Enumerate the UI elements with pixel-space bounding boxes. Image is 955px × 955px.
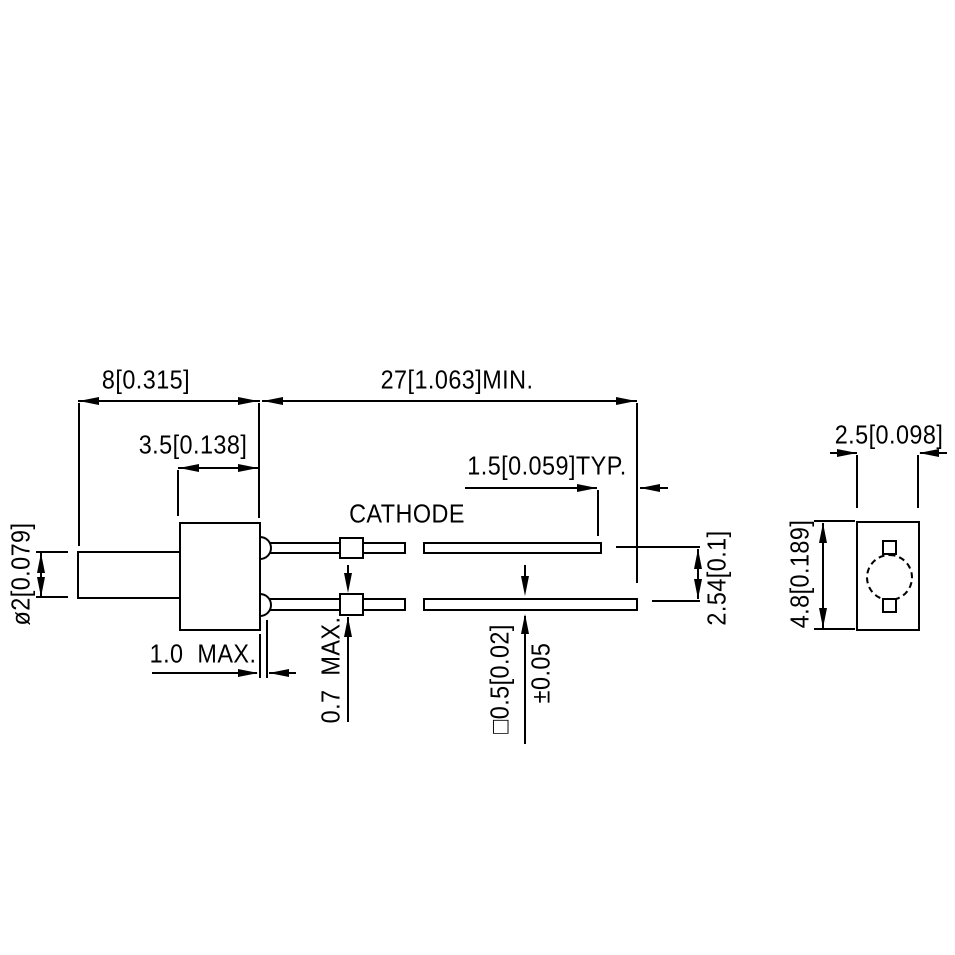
ext-line-lens-left <box>78 403 80 546</box>
arrowhead <box>819 608 827 628</box>
leader-line-crimp-lower <box>347 617 349 722</box>
lead-top-crimp <box>339 537 364 559</box>
arrowhead <box>577 484 597 492</box>
arrowhead <box>919 449 939 457</box>
leader-line-standoff <box>152 672 257 674</box>
dim-label-body-front-length: 3.5[0.138] <box>138 429 248 460</box>
dim-label-body-length: 8[0.315] <box>101 364 191 395</box>
arrowhead <box>37 553 45 573</box>
led-body-outline <box>179 522 261 631</box>
arrowhead <box>263 397 283 405</box>
ext-line-pitch-top <box>616 546 700 548</box>
arrowhead <box>521 576 529 596</box>
ext-line-body-left <box>177 470 179 516</box>
dim-line-endheight <box>822 523 824 628</box>
end-view-lead-top-square <box>882 540 897 555</box>
arrowhead <box>521 614 529 634</box>
ext-line-cathode-lead-end <box>597 490 599 536</box>
arrowhead <box>694 579 702 599</box>
lead-bottom-inner-segment <box>262 598 406 611</box>
dim-label-end-width: 2.5[0.098] <box>834 419 944 450</box>
dim-label-lead-square-tol: ±0.05 <box>525 642 556 704</box>
leader-line-leadsq-lower <box>524 616 526 744</box>
arrowhead <box>238 464 258 472</box>
ext-line-endwidth-left <box>856 455 858 508</box>
ext-line-lens-dia-bottom <box>36 596 68 598</box>
dim-label-lead-offset-typ: 1.5[0.059]TYP. <box>467 450 627 481</box>
lead-bottom-crimp <box>339 593 364 616</box>
arrowhead <box>238 669 258 677</box>
lead-bottom-outer-segment <box>423 598 638 611</box>
dim-label-end-height: 4.8[0.189] <box>784 519 815 629</box>
dim-label-lead-pitch: 2.54[0.1] <box>701 530 732 626</box>
ext-line-standoff-right <box>266 620 268 678</box>
leader-line-lead-offset <box>465 487 597 489</box>
led-lens-outline <box>77 551 181 599</box>
ext-line-pitch-bottom <box>652 600 700 602</box>
lead-top-inner-segment <box>262 542 406 554</box>
arrowhead <box>819 523 827 543</box>
dim-line-lead-length <box>262 400 637 402</box>
arrowhead <box>269 669 289 677</box>
cathode-label: CATHODE <box>349 498 465 529</box>
arrowhead <box>344 617 352 637</box>
arrowhead <box>37 577 45 597</box>
dim-line-body-length <box>78 400 260 402</box>
ext-line-endheight-top <box>814 520 855 522</box>
dim-label-crimp-max: 0.7 MAX. <box>315 616 346 724</box>
end-view-lens-dashed-circle <box>866 554 913 601</box>
dim-line-body-front <box>178 467 259 469</box>
lead-top-outer-segment <box>423 542 602 554</box>
ext-line-endwidth-right <box>917 455 919 508</box>
arrowhead <box>79 397 99 405</box>
dim-line-lens-dia <box>40 553 42 597</box>
arrowhead <box>837 449 857 457</box>
arrowhead <box>344 573 352 593</box>
dim-label-standoff-max: 1.0 MAX. <box>149 638 257 669</box>
lead-top-standoff <box>260 536 272 560</box>
ext-line-endheight-bottom <box>814 628 855 630</box>
arrowhead <box>640 484 660 492</box>
ext-line-lens-dia-top <box>36 551 68 553</box>
end-view-lead-bottom-square <box>882 598 897 613</box>
ext-line-lead-end <box>636 403 638 583</box>
arrowhead <box>179 464 199 472</box>
lead-bottom-standoff <box>260 593 272 617</box>
dim-line-pitch <box>697 549 699 599</box>
dim-label-lead-square: □0.5[0.02] <box>484 624 515 734</box>
arrowhead <box>694 549 702 569</box>
ext-line-standoff-left <box>259 634 261 678</box>
ext-line-body-right <box>258 403 260 518</box>
arrowhead <box>238 397 258 405</box>
dim-label-lead-length-min: 27[1.063]MIN. <box>380 364 534 395</box>
arrowhead <box>616 397 636 405</box>
dim-label-lens-diameter: ø2[0.079] <box>5 522 36 626</box>
